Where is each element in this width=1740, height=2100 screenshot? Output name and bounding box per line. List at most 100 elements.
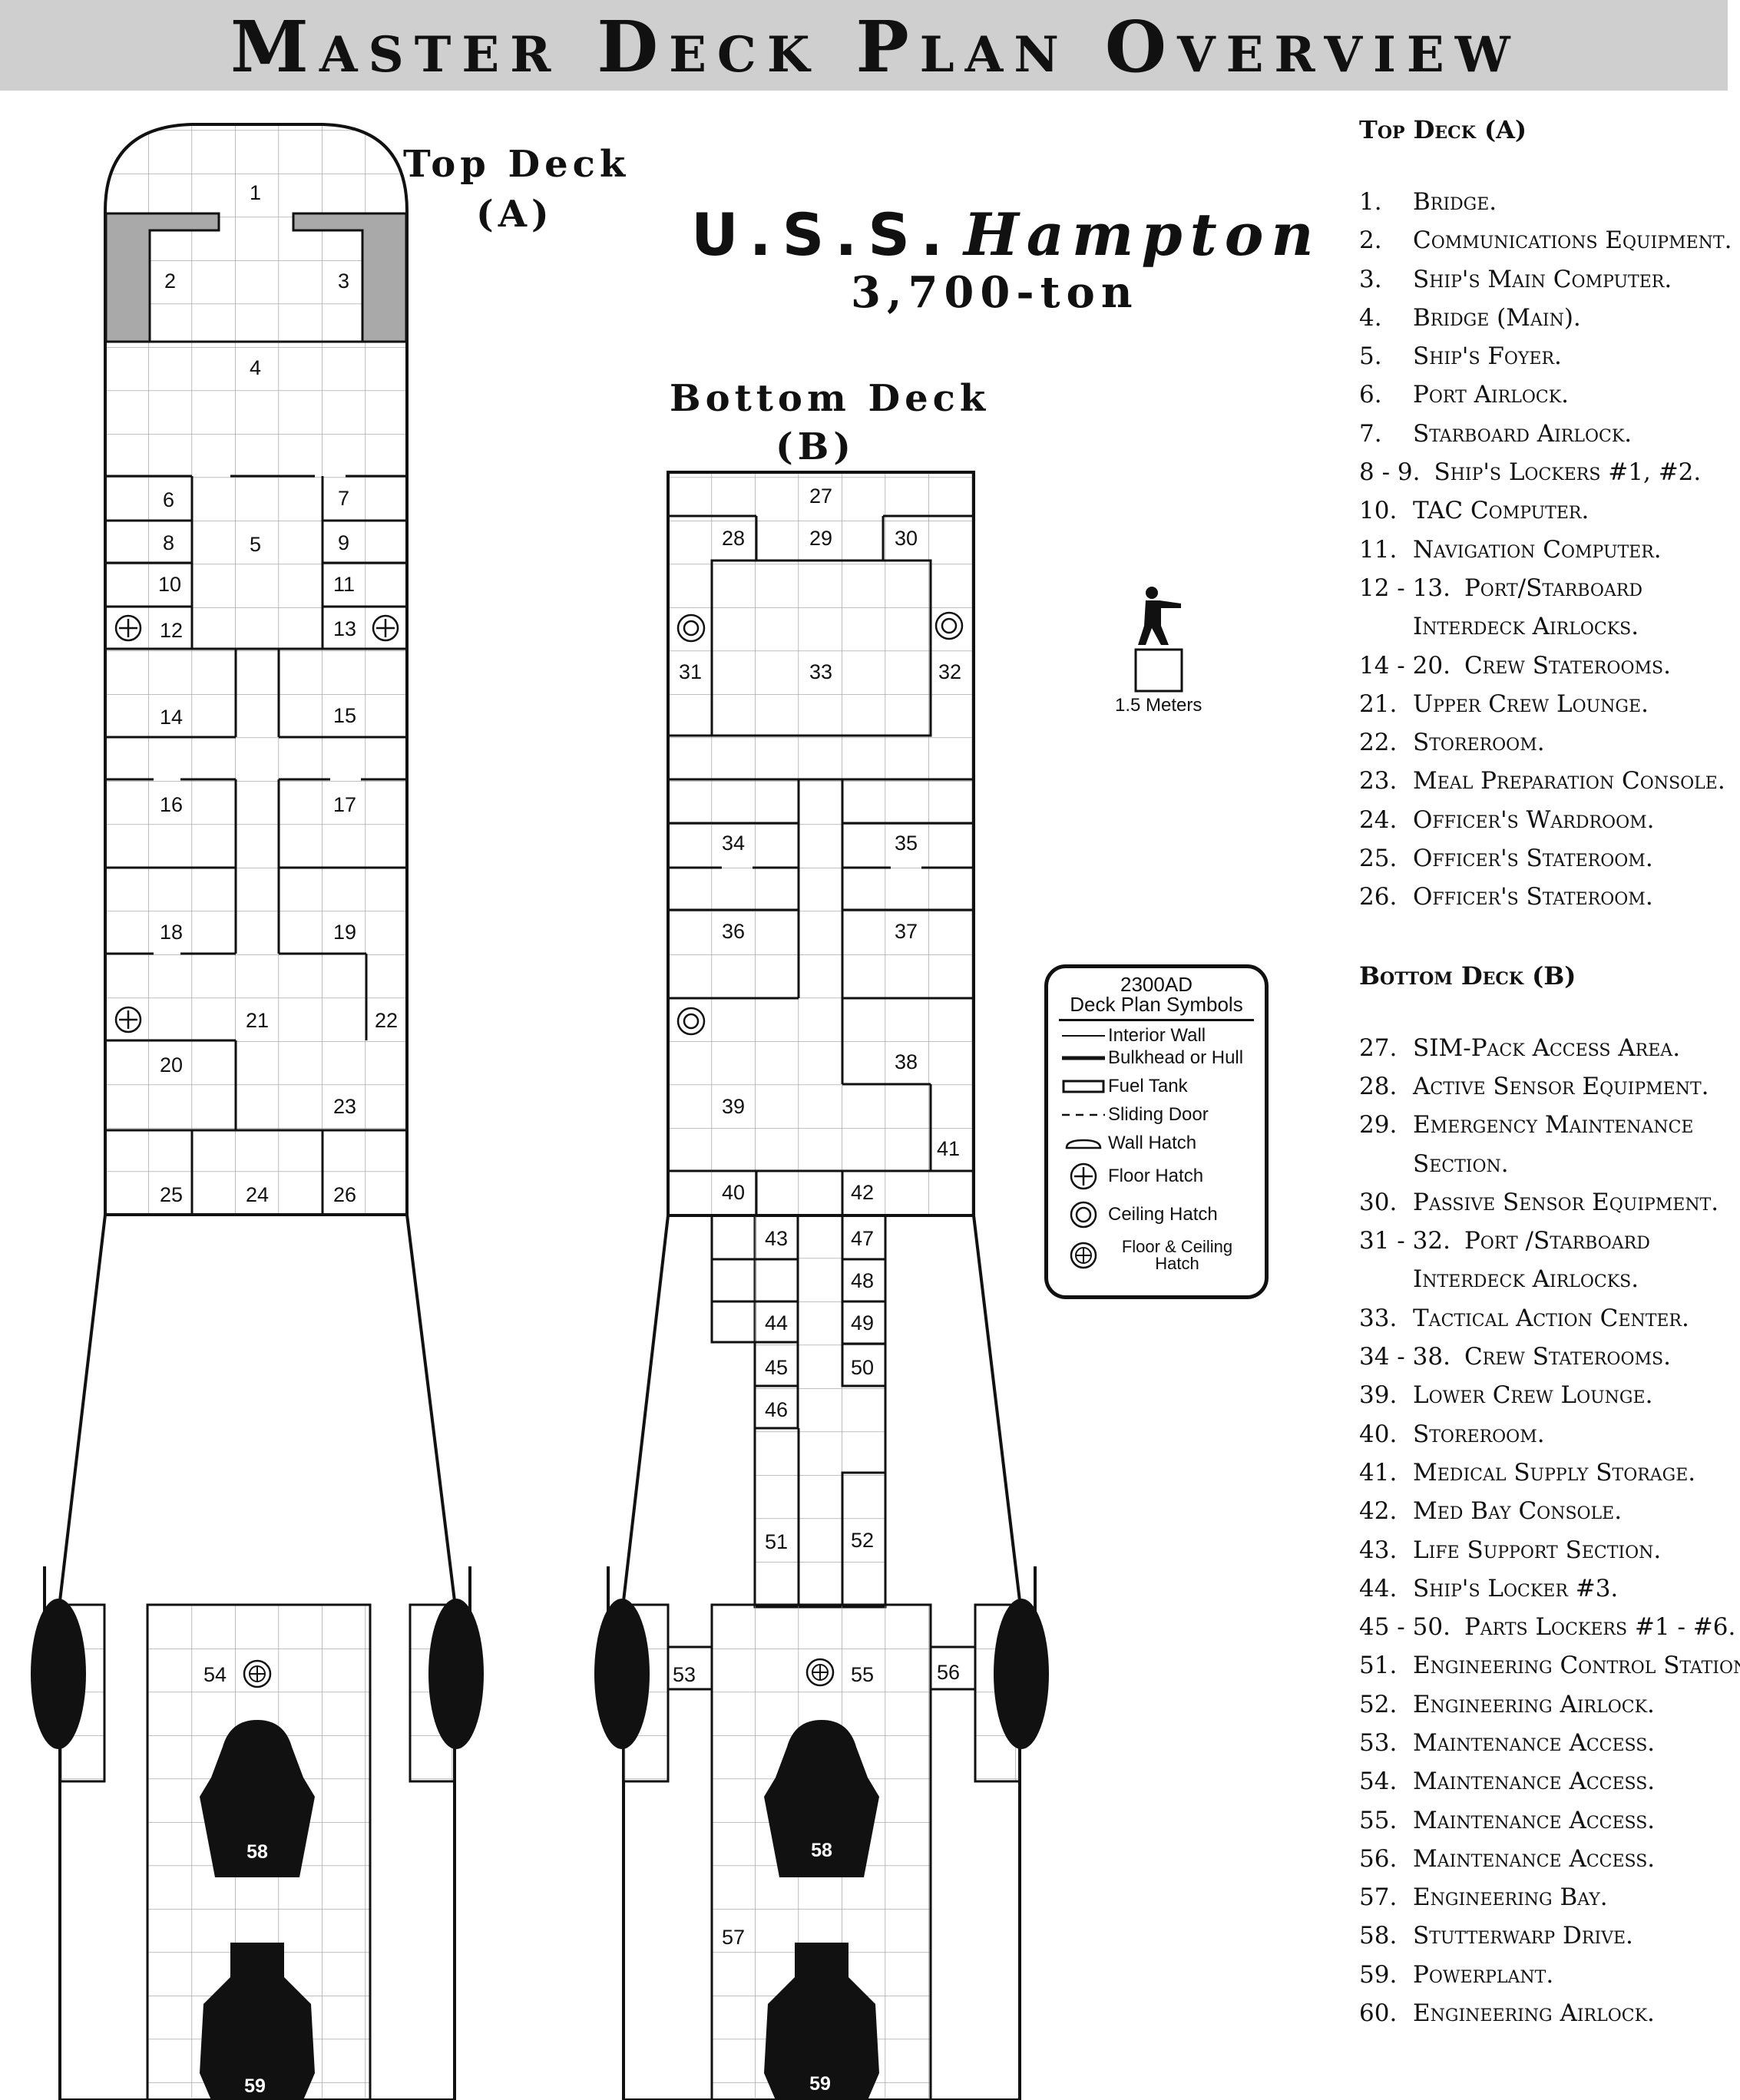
legend-item-text: Tactical Action Center. (1413, 1304, 1689, 1332)
room-label: 16 (160, 793, 183, 816)
symbol-key: 2300AD Deck Plan Symbols Interior Wall B… (1044, 964, 1269, 1299)
legend-item-text: Life Support Section. (1413, 1536, 1662, 1564)
legend-item-number: 12 - 13. (1359, 574, 1451, 602)
airlock-hatch-13[interactable] (372, 614, 399, 642)
room-label: 25 (160, 1183, 183, 1206)
bottom-deck-hull-forward (667, 471, 975, 1217)
legend-item-number: 26. (1359, 883, 1398, 911)
room-legend: Top Deck (A) 1.Bridge.2.Communications E… (1359, 115, 1740, 2032)
legend-item: 4.Bridge (Main). (1359, 299, 1735, 337)
room-label: 46 (765, 1398, 788, 1421)
symbol-label: Fuel Tank (1108, 1075, 1188, 1096)
legend-item-number: 58. (1359, 1922, 1398, 1950)
legend-item-text: Maintenance Access. (1413, 1768, 1656, 1796)
room-label: 53 (673, 1663, 696, 1686)
stutterwarp-drive-top (200, 1720, 315, 1877)
legend-item-text: Crew Staterooms. (1464, 651, 1671, 680)
legend-item: 41.Medical Supply Storage. (1359, 1453, 1735, 1492)
room-label-powerplant: 59 (809, 2073, 831, 2095)
room-label: 24 (246, 1183, 269, 1206)
legend-item: 56.Maintenance Access. (1359, 1840, 1735, 1878)
room-label: 27 (809, 484, 832, 508)
legend-item-text: Ship's Foyer. (1413, 342, 1562, 371)
legend-item: 55.Maintenance Access. (1359, 1801, 1735, 1840)
legend-item-text: Starboard Airlock. (1413, 419, 1632, 448)
legend-item: 30.Passive Sensor Equipment. (1359, 1183, 1735, 1222)
symbol-row: Floor & Ceiling Hatch (1048, 1234, 1265, 1277)
room-label: 14 (160, 706, 183, 729)
top-deck-title-line2: (A) (476, 193, 554, 236)
legend-item-text: Ship's Main Computer. (1413, 265, 1672, 293)
airlock-hatch-12[interactable] (114, 614, 142, 642)
legend-item-number: 34 - 38. (1359, 1343, 1451, 1371)
room-label: 49 (851, 1311, 874, 1334)
room-label: 48 (851, 1269, 874, 1292)
room-label-drive: 58 (246, 1841, 268, 1863)
floor-ceiling-hatch-icon (1059, 1240, 1108, 1271)
symbol-label: Floor & Ceiling Hatch (1121, 1237, 1233, 1273)
legend-item-number (1359, 1260, 1413, 1298)
ceiling-hatch-32[interactable] (935, 611, 964, 640)
legend-item-number: 2. (1359, 227, 1382, 255)
legend-item-number: 22. (1359, 729, 1398, 757)
legend-list-top: 1.Bridge.2.Communications Equipment.3.Sh… (1359, 183, 1735, 917)
room-label: 52 (851, 1529, 874, 1552)
room-label: 37 (895, 920, 918, 943)
legend-item: 45 - 50.Parts Lockers #1 - #6. (1359, 1608, 1735, 1646)
legend-item: 27. SIM-Pack Access Area. (1359, 1029, 1735, 1067)
ship-prefix: U.S.S. (691, 200, 954, 269)
legend-item: 14 - 20.Crew Staterooms. (1359, 647, 1735, 685)
ceiling-hatch-39[interactable] (676, 1007, 706, 1036)
legend-item-number: 60. (1359, 1999, 1398, 2028)
top-deck-title-line1: Top Deck (403, 143, 630, 186)
legend-item-number: 31 - 32. (1359, 1227, 1451, 1255)
legend-item-number: 10. (1359, 497, 1398, 525)
room-label: 5 (250, 533, 261, 556)
legend-item-text: SIM-Pack Access Area. (1413, 1033, 1681, 1062)
interior-wall-icon (1059, 1032, 1108, 1040)
legend-item-number: 55. (1359, 1806, 1398, 1834)
room-label: 38 (895, 1050, 918, 1073)
room-label: 32 (938, 660, 961, 683)
room-label: 50 (851, 1356, 874, 1379)
sliding-door-icon (1059, 1111, 1108, 1119)
ceiling-hatch-31[interactable] (676, 613, 706, 643)
room-label: 15 (333, 704, 356, 727)
legend-item-text: Engineering Control Station. (1413, 1652, 1740, 1680)
legend-item-text: Port Airlock. (1413, 381, 1570, 409)
room-label: 36 (722, 920, 745, 943)
room-label: 30 (895, 527, 918, 550)
legend-item-text: Officer's Wardroom. (1413, 805, 1655, 834)
room-label: 51 (765, 1530, 788, 1553)
legend-item: 22.Storeroom. (1359, 723, 1735, 762)
legend-item-text: Communications Equipment. (1413, 227, 1732, 255)
legend-item: 52.Engineering Airlock. (1359, 1685, 1735, 1724)
room-label: 3 (338, 270, 349, 293)
legend-item-text: Ship's Lockers #1, #2. (1434, 458, 1702, 487)
ship-name-block: U.S.S. Hampton 3,700-ton (691, 200, 1314, 318)
symbol-row: Wall Hatch (1048, 1129, 1265, 1157)
symbol-label: Sliding Door (1108, 1103, 1209, 1125)
legend-item-number: 54. (1359, 1768, 1398, 1796)
hatch-55[interactable] (805, 1658, 835, 1687)
legend-item-number: 56. (1359, 1844, 1398, 1873)
room-label: 21 (246, 1009, 269, 1032)
hatch-54[interactable] (243, 1659, 272, 1688)
room-label: 13 (333, 617, 356, 640)
legend-item-text: Maintenance Access. (1413, 1728, 1656, 1757)
legend-item-number: 5. (1359, 342, 1382, 371)
legend-item-text: Port/Starboard (1464, 574, 1642, 602)
floor-hatch-icon (1059, 1161, 1108, 1192)
room-label: 44 (765, 1311, 788, 1334)
room-label: 20 (160, 1053, 183, 1076)
room-label: 11 (333, 573, 355, 596)
room-label: 33 (809, 660, 832, 683)
legend-item: 23.Meal Preparation Console. (1359, 762, 1735, 800)
room-label: 35 (895, 832, 918, 855)
room-label: 23 (333, 1095, 356, 1118)
legend-item-number: 27. (1359, 1033, 1398, 1062)
floor-hatch-20[interactable] (114, 1006, 142, 1033)
room-label: 18 (160, 921, 183, 944)
legend-item: 34 - 38.Crew Staterooms. (1359, 1338, 1735, 1376)
legend-item-number: 42. (1359, 1497, 1398, 1526)
